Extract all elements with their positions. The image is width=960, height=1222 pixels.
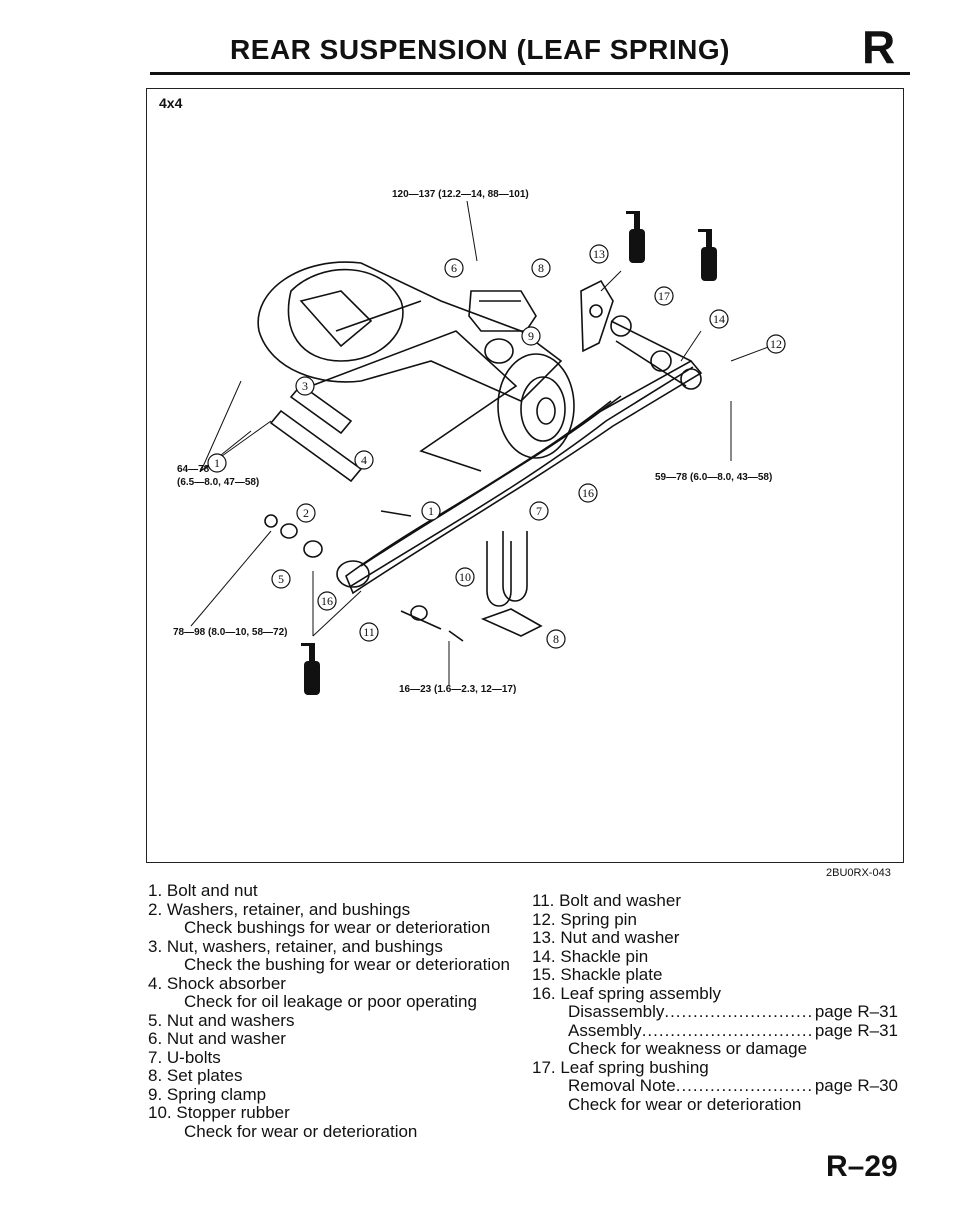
grease-gun-icon	[301, 643, 320, 695]
brake-drum	[497, 353, 575, 459]
legend-item: 6. Nut and washer	[148, 1029, 286, 1048]
svg-text:14: 14	[713, 312, 725, 326]
torque-spec-5: 16—23 (1.6—2.3, 12—17)	[399, 684, 517, 695]
section-letter: R	[862, 21, 896, 73]
torque-spec-2b: (6.5—8.0, 47—58)	[177, 477, 260, 488]
svg-text:12: 12	[770, 337, 782, 351]
legend-page-ref: Disassembly page R–31	[532, 1002, 898, 1022]
torque-spec-2: 64—78	[177, 464, 210, 475]
torque-spec-3: 59—78 (6.0—8.0, 43—58)	[655, 472, 773, 483]
legend-note: Check for wear or deterioration	[184, 1121, 418, 1141]
callout-10: 10	[455, 567, 475, 587]
spring-clamp	[468, 290, 537, 332]
legend-item: 3. Nut, washers, retainer, and bushings	[148, 936, 443, 956]
svg-text:13: 13	[593, 247, 605, 261]
figure-tag: 4x4	[159, 95, 183, 111]
legend-item: 1. Bolt and nut	[148, 881, 258, 900]
legend-item: 8. Set plates	[148, 1066, 243, 1085]
figure-code: 2BU0RX-043	[826, 867, 891, 879]
svg-text:8: 8	[538, 261, 544, 275]
legend-page-ref: Removal Note page R–30	[532, 1076, 898, 1096]
legend-item: 9. Spring clamp	[148, 1084, 267, 1104]
svg-text:6: 6	[451, 261, 457, 275]
legend-note: Check for weakness or damage	[568, 1039, 808, 1058]
suspension-diagram: 1 1 2 3 4 5 6 7 8 8 9 10 11 12 13 14 16 …	[190, 200, 786, 695]
legend-item: 11. Bolt and washer	[532, 891, 681, 910]
callout-17: 17	[654, 286, 674, 306]
legend-ref-label: Assembly	[568, 1020, 642, 1040]
legend-ref-page: page R–31	[814, 1002, 898, 1021]
callout-2: 2	[296, 503, 316, 523]
figure-box: 4x4	[146, 88, 904, 863]
svg-text:3: 3	[302, 379, 308, 393]
svg-text:9: 9	[528, 329, 534, 343]
legend-item: 15. Shackle plate	[532, 965, 663, 984]
callout-1: 1	[207, 453, 227, 473]
callout-13: 13	[589, 244, 609, 264]
grease-gun-icon	[626, 211, 645, 263]
callout-9: 9	[521, 326, 541, 346]
callout-4: 4	[354, 450, 374, 470]
svg-text:7: 7	[536, 504, 542, 518]
legend-ref-label: Removal Note	[568, 1076, 676, 1095]
svg-text:4: 4	[361, 453, 367, 467]
svg-text:1: 1	[428, 504, 434, 518]
shackle	[580, 279, 614, 353]
callout-14: 14	[709, 309, 729, 329]
svg-text:11: 11	[363, 625, 375, 639]
page-header-title: REAR SUSPENSION (LEAF SPRING)	[230, 34, 730, 65]
callout-11: 11	[359, 622, 379, 642]
legend-ref-page: page R–30	[814, 1076, 898, 1095]
callout-5: 5	[271, 569, 291, 589]
shock-absorber	[269, 409, 363, 483]
legend-note: Check bushings for wear or deterioration	[184, 918, 491, 937]
callout-7: 7	[529, 501, 549, 521]
grease-gun-icon	[698, 229, 717, 281]
legend-item: 7. U-bolts	[148, 1047, 221, 1067]
legend-note: Check for oil leakage or poor operating	[184, 992, 477, 1011]
callout-12: 12	[766, 334, 786, 354]
callout-16: 16	[578, 483, 598, 503]
leader-dots	[664, 1003, 810, 1022]
svg-text:5: 5	[278, 572, 284, 586]
differential	[287, 268, 404, 362]
callout-8: 8	[546, 629, 566, 649]
svg-text:2: 2	[303, 506, 309, 520]
leader-dots	[642, 1022, 811, 1041]
svg-text:10: 10	[459, 570, 471, 584]
legend-item: 14. Shackle pin	[532, 946, 649, 966]
legend-item: 4. Shock absorber	[148, 973, 286, 993]
svg-text:16: 16	[321, 594, 333, 608]
svg-text:1: 1	[214, 456, 220, 470]
u-bolts	[486, 541, 512, 607]
svg-text:16: 16	[582, 486, 594, 500]
callout-6: 6	[444, 258, 464, 278]
callout-8: 8	[531, 258, 551, 278]
leader-dots	[676, 1077, 811, 1096]
legend-item: 12. Spring pin	[532, 909, 637, 929]
legend-note: Check the bushing for wear or deteriorat…	[184, 955, 511, 974]
legend-ref-page: page R–31	[814, 1020, 898, 1040]
legend-ref-label: Disassembly	[568, 1002, 665, 1021]
torque-spec-4: 78—98 (8.0—10, 58—72)	[173, 627, 288, 638]
legend-page-ref: Assembly page R–31	[532, 1020, 898, 1041]
header-rule	[150, 72, 910, 75]
torque-spec-1: 120—137 (12.2—14, 88—101)	[392, 189, 529, 200]
legend-item: 17. Leaf spring bushing	[532, 1057, 709, 1077]
legend-item: 16. Leaf spring assembly	[532, 983, 721, 1003]
callout-16: 16	[317, 591, 337, 611]
legend-item: 5. Nut and washers	[148, 1010, 295, 1030]
svg-text:17: 17	[658, 289, 670, 303]
legend-item: 10. Stopper rubber	[148, 1103, 290, 1122]
svg-text:8: 8	[553, 632, 559, 646]
legend-item: 13. Nut and washer	[532, 928, 680, 947]
callout-3: 3	[295, 376, 315, 396]
callout-1: 1	[421, 501, 441, 521]
axle-housing	[257, 261, 563, 402]
page-number: R–29	[826, 1150, 898, 1183]
legend-item: 2. Washers, retainer, and bushings	[148, 899, 411, 919]
legend-note: Check for wear or deterioration	[568, 1094, 802, 1114]
